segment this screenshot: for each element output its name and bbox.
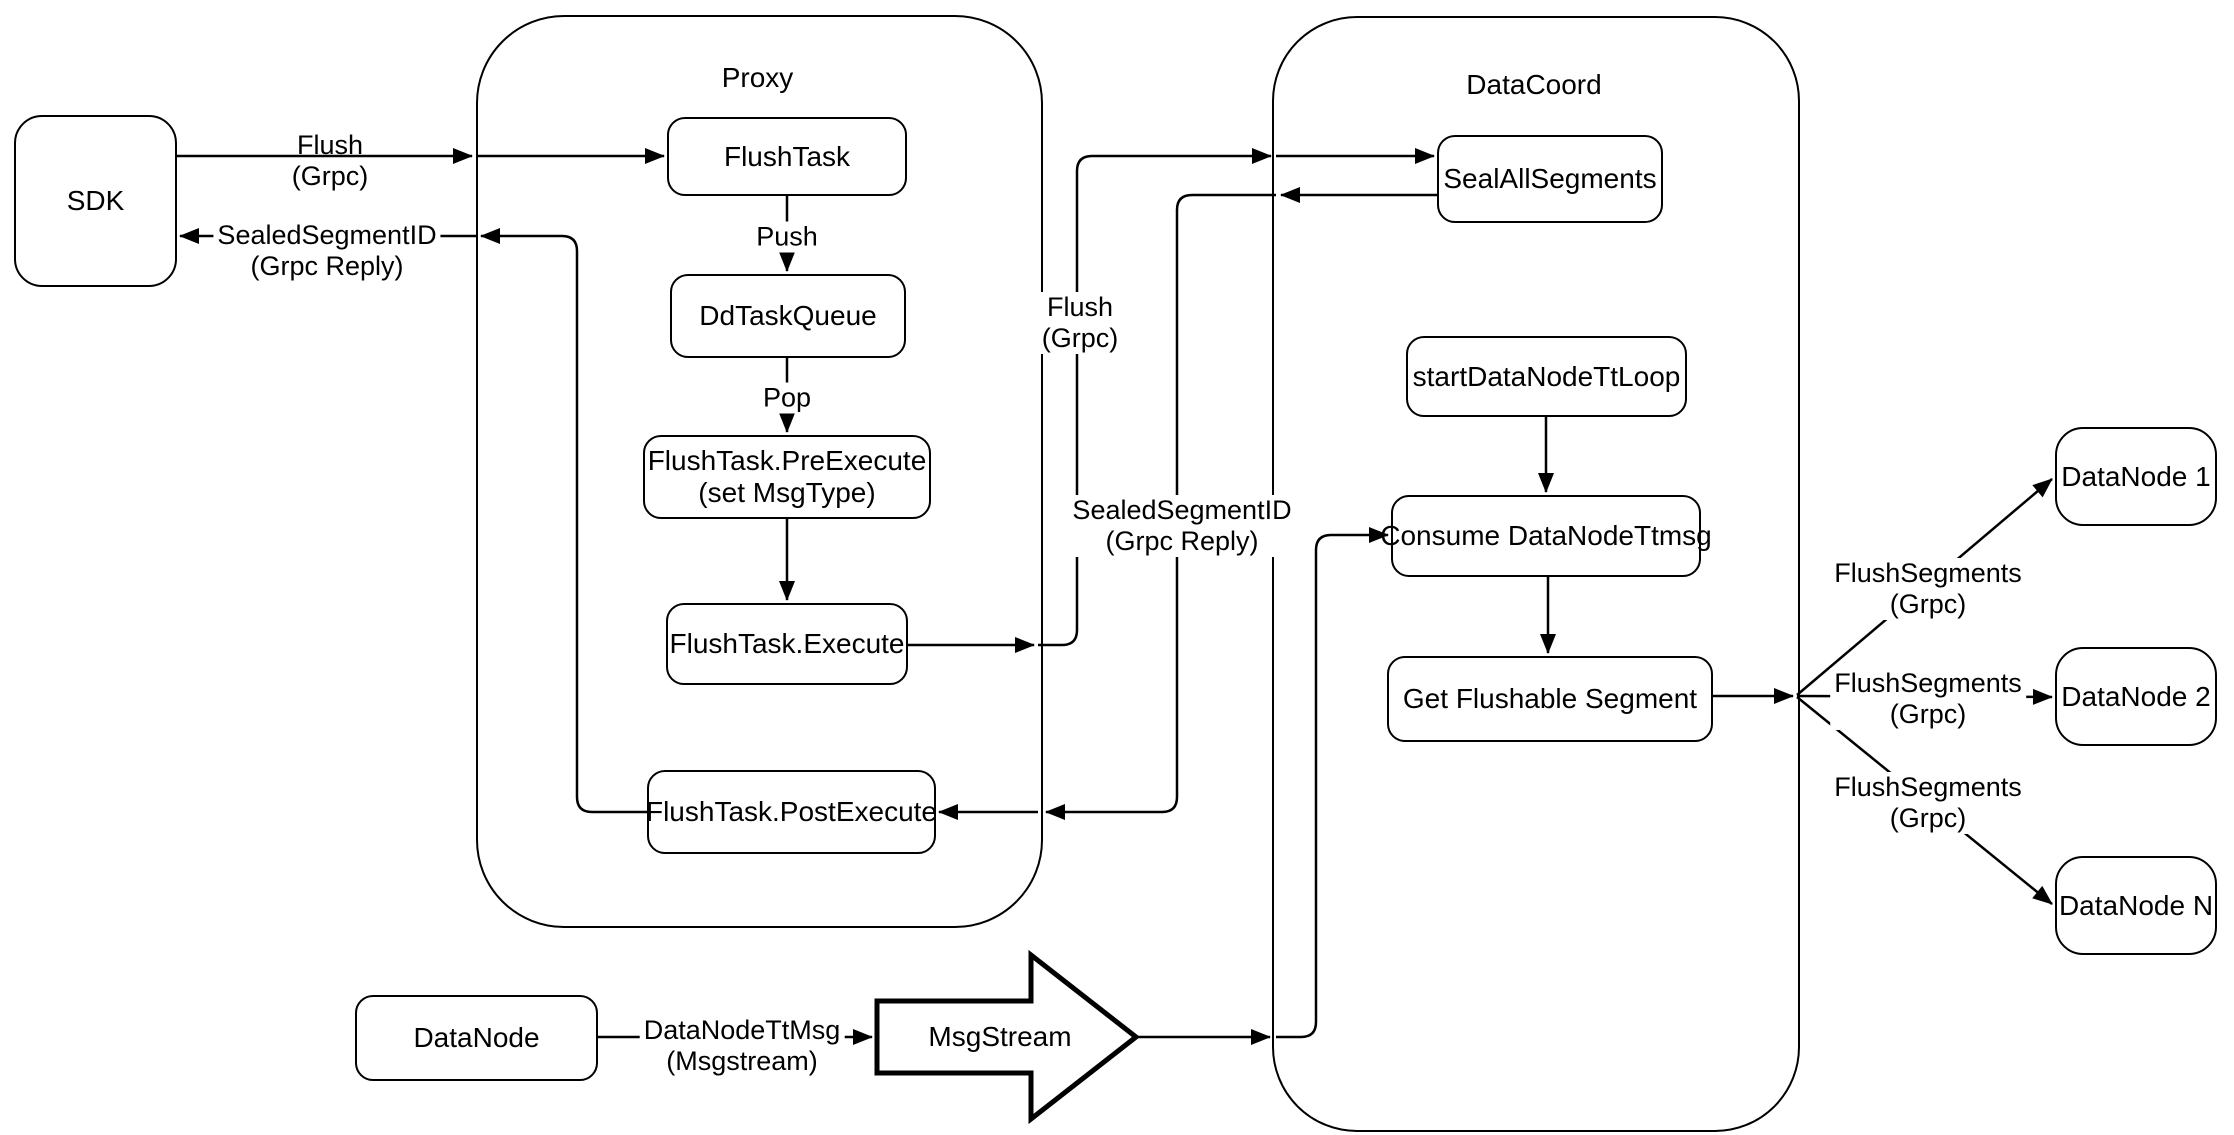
edge-label-flushsegments-3: FlushSegments (Grpc): [1830, 772, 2026, 834]
edge-label-datanodettmsg: DataNodeTtMsg (Msgstream): [639, 1015, 845, 1077]
datacoord-container: [1272, 16, 1800, 1132]
msgstream-label: MsgStream: [928, 1021, 1072, 1052]
node-sealallsegments: SealAllSegments: [1437, 135, 1663, 223]
edge-label-sealed-internal-line1: SealedSegmentID: [1072, 495, 1292, 525]
node-flushtask-label: FlushTask: [723, 140, 851, 172]
node-flushtask: FlushTask: [667, 117, 907, 196]
edge-label-flush-internal-line2: (Grpc): [1041, 323, 1119, 353]
node-ddtaskqueue: DdTaskQueue: [670, 274, 906, 358]
edge-label-datanodettmsg-line1: DataNodeTtMsg: [643, 1015, 841, 1045]
msgstream-block-arrow: [874, 949, 1141, 1125]
edge-label-push: Push: [752, 221, 822, 253]
edge-label-flushsegments-2: FlushSegments (Grpc): [1830, 668, 2026, 730]
edge-postexecute-to-proxy-border: [480, 228, 647, 814]
edge-label-flush-request-line2: (Grpc): [291, 161, 369, 191]
edge-label-flush-request: Flush (Grpc): [288, 130, 373, 192]
node-preexecute-label-line2: (set MsgType): [698, 477, 876, 508]
proxy-title: Proxy: [721, 62, 794, 93]
node-datanoden-label: DataNode N: [2058, 889, 2214, 921]
edge-label-flush-internal-line1: Flush: [1046, 292, 1114, 322]
node-datanode-source-label: DataNode: [413, 1022, 540, 1053]
node-sealallsegments-label: SealAllSegments: [1443, 163, 1657, 194]
node-datanode1: DataNode 1: [2055, 427, 2217, 526]
edge-label-pop: Pop: [758, 382, 816, 414]
edge-label-sealed-reply-line2: (Grpc Reply): [250, 251, 404, 281]
edge-label-pop-text: Pop: [762, 382, 812, 413]
node-preexecute-label-line1: FlushTask.PreExecute: [647, 445, 927, 476]
proxy-container: [476, 15, 1043, 928]
node-execute: FlushTask.Execute: [666, 603, 908, 685]
node-sdk: SDK: [14, 115, 177, 287]
edge-label-push-text: Push: [756, 221, 818, 252]
node-datanode-source: DataNode: [355, 995, 598, 1081]
edge-label-sealed-internal: SealedSegmentID (Grpc Reply): [1068, 495, 1296, 557]
edge-msgstream-up-to-consume: [1276, 527, 1389, 1039]
node-consumedatanodettmsg: Consume DataNodeTtmsg: [1380, 495, 1712, 577]
node-startdatanodettloop: startDataNodeTtLoop: [1406, 336, 1687, 417]
node-consumedatanodettmsg-label: Consume DataNodeTtmsg: [1380, 520, 1712, 551]
node-execute-label: FlushTask.Execute: [669, 628, 905, 659]
node-ddtaskqueue-label: DdTaskQueue: [699, 300, 877, 331]
datacoord-title: DataCoord: [1466, 69, 1602, 100]
node-getflushablesegment-label: Get Flushable Segment: [1402, 683, 1698, 714]
edge-label-flush-request-line1: Flush: [296, 130, 364, 160]
node-startdatanodettloop-label: startDataNodeTtLoop: [1412, 360, 1681, 392]
node-datanode2-label: DataNode 2: [2061, 680, 2211, 712]
node-getflushablesegment: Get Flushable Segment: [1387, 656, 1713, 742]
edge-label-flushsegments-1: FlushSegments (Grpc): [1830, 558, 2026, 620]
edge-label-sealed-reply-line1: SealedSegmentID: [217, 220, 437, 250]
node-sdk-label: SDK: [66, 185, 125, 216]
edge-label-sealed-reply: SealedSegmentID (Grpc Reply): [213, 220, 441, 282]
edge-flush-riser-to-datacoord-border: [1038, 148, 1272, 647]
edge-label-flush-internal: Flush (Grpc): [1037, 292, 1123, 354]
edge-label-flushsegments-1-line2: (Grpc): [1889, 589, 1967, 619]
node-datanode2: DataNode 2: [2055, 647, 2217, 746]
node-datanode1-label: DataNode 1: [2061, 460, 2211, 492]
node-postexecute: FlushTask.PostExecute: [645, 770, 938, 854]
edge-label-flushsegments-1-line1: FlushSegments: [1834, 558, 2022, 588]
edge-label-flushsegments-3-line1: FlushSegments: [1834, 772, 2022, 802]
node-preexecute: FlushTask.PreExecute (set MsgType): [643, 435, 931, 519]
node-postexecute-label: FlushTask.PostExecute: [645, 796, 938, 827]
edge-label-sealed-internal-line2: (Grpc Reply): [1105, 526, 1259, 556]
node-datanoden: DataNode N: [2055, 856, 2217, 955]
edge-label-flushsegments-3-line2: (Grpc): [1889, 803, 1967, 833]
edge-label-flushsegments-2-line2: (Grpc): [1889, 699, 1967, 729]
edge-label-flushsegments-2-line1: FlushSegments: [1834, 668, 2022, 698]
edge-label-datanodettmsg-line2: (Msgstream): [666, 1046, 818, 1076]
